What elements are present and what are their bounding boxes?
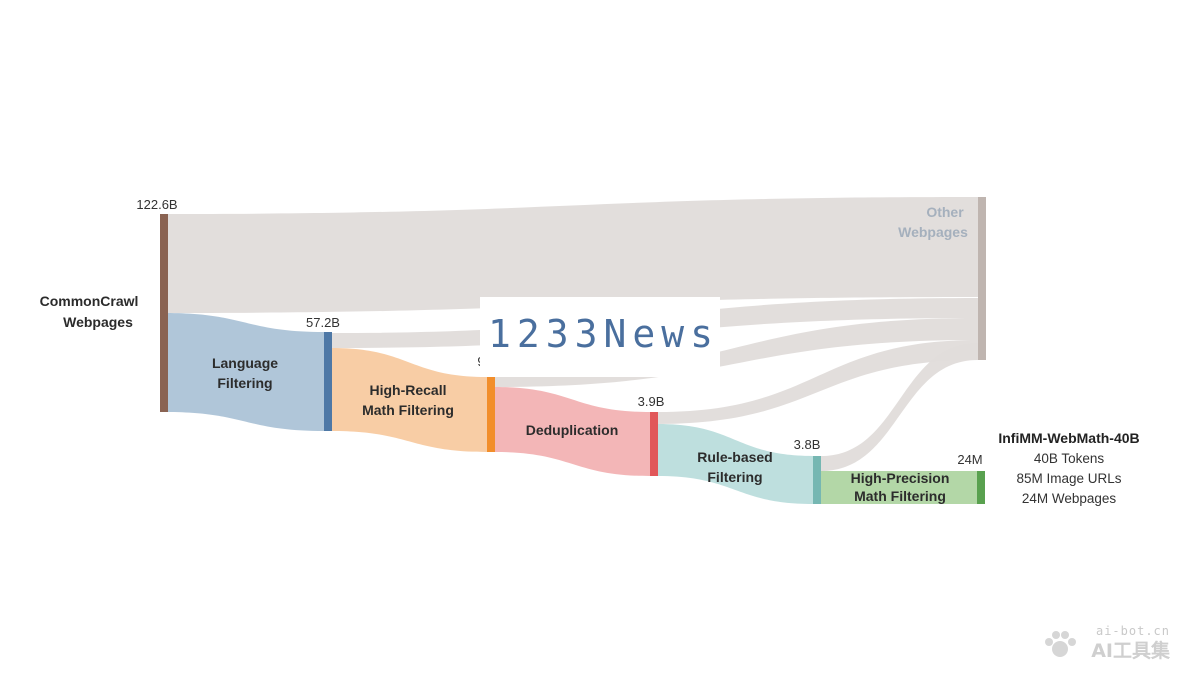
source-label-line2: Webpages [63, 314, 133, 330]
result-title: InfiMM-WebMath-40B [998, 430, 1139, 446]
other-flow-dedup [658, 340, 978, 424]
flow-high-recall [332, 348, 487, 452]
watermark-text: 1233News [488, 312, 720, 356]
other-webpages-label-line2: Webpages [898, 224, 968, 240]
result-line-tokens: 40B Tokens [1034, 451, 1105, 466]
stage-high-precision-label-line1: High-Precision [851, 470, 950, 486]
node-source [160, 214, 168, 412]
node-high-precision [977, 471, 985, 504]
other-flow-rule-based [821, 343, 978, 471]
stage-language-label-line1: Language [212, 355, 278, 371]
sankey-flows [166, 197, 978, 504]
dedup-output-value: 3.9B [638, 394, 665, 409]
corner-logo-url: ai-bot.cn [1095, 624, 1170, 638]
other-flow-source [166, 197, 978, 313]
stage-high-recall-label-line2: Math Filtering [362, 402, 454, 418]
stage-high-recall-label-line1: High-Recall [369, 382, 446, 398]
node-rule-based [813, 456, 821, 504]
other-webpages-label-line1: Other [926, 204, 964, 220]
watermark-overlay [480, 297, 720, 377]
flow-rule-based [658, 424, 813, 504]
source-label-line1: CommonCrawl [40, 293, 139, 309]
paw-logo-icon [1045, 631, 1076, 657]
language-output-value: 57.2B [306, 315, 340, 330]
sankey-nodes [160, 197, 986, 504]
stage-high-precision-label-line2: Math Filtering [854, 488, 946, 504]
stage-rule-based-label-line2: Filtering [707, 469, 762, 485]
source-value: 122.6B [136, 197, 177, 212]
stage-rule-based-label-line1: Rule-based [697, 449, 772, 465]
node-high-recall [487, 377, 495, 452]
other-flow-high-recall [495, 318, 978, 387]
stage-dedup-label: Deduplication [526, 422, 619, 438]
result-line-webpages: 24M Webpages [1022, 491, 1117, 506]
node-dedup [650, 412, 658, 476]
stage-language-label-line2: Filtering [217, 375, 272, 391]
node-language [324, 332, 332, 431]
result-line-image-urls: 85M Image URLs [1016, 471, 1121, 486]
flow-dedup [495, 387, 650, 476]
flow-language [166, 313, 324, 431]
corner-logo-name: AI工具集 [1091, 640, 1170, 662]
high-precision-output-value: 24M [957, 452, 982, 467]
flow-high-precision [821, 471, 977, 504]
rule-based-output-value: 3.8B [794, 437, 821, 452]
node-other-webpages [978, 197, 986, 360]
